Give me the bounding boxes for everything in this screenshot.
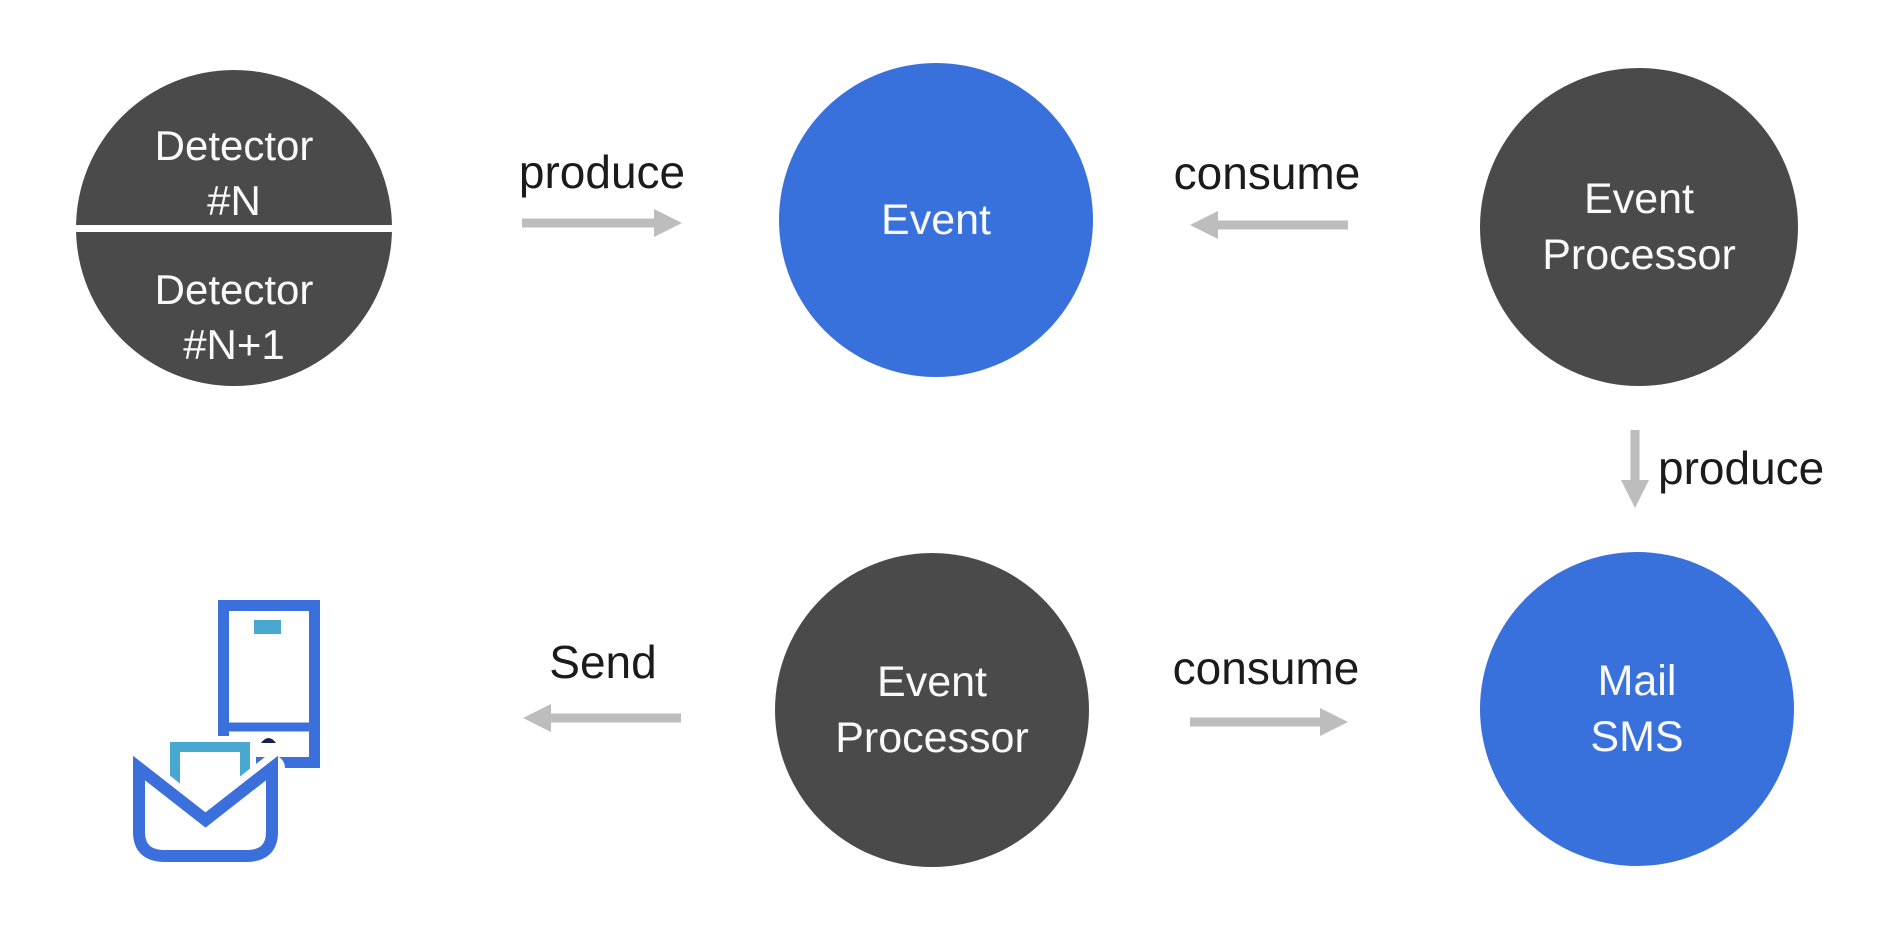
detector-n1-label-line2: #N+1	[183, 321, 285, 368]
detector-n1-label-line1: Detector	[154, 266, 314, 313]
event-processor-bottom-label-line1: Event	[877, 658, 987, 706]
event-processor-top-label-line1: Event	[1584, 175, 1694, 223]
detector-n-label-line1: Detector	[154, 122, 314, 169]
consume-bottom-label: consume	[1172, 642, 1360, 694]
node-event: Event	[779, 63, 1093, 377]
mail-sms-label-line2: SMS	[1590, 713, 1684, 761]
envelope-icon	[126, 755, 285, 869]
produce-down-label: produce	[1658, 442, 1825, 494]
detector-n-section: Detector #N	[76, 70, 392, 232]
node-event-processor-top: Event Processor	[1480, 68, 1798, 386]
detector-n-label-line2: #N	[207, 177, 261, 224]
event-processor-top-label-line2: Processor	[1542, 231, 1736, 279]
event-processor-bottom-label-line2: Processor	[835, 714, 1029, 762]
produce-top-label: produce	[518, 146, 686, 198]
node-event-processor-bottom: Event Processor	[775, 553, 1089, 867]
node-detector: Detector #N Detector #N+1	[76, 70, 392, 386]
consume-top-label: consume	[1173, 147, 1361, 199]
consume-left-arrow-icon	[1190, 211, 1348, 239]
produce-down-arrow-icon	[1621, 430, 1649, 508]
detector-divider-line	[76, 225, 392, 232]
produce-right-arrow-icon	[522, 209, 682, 237]
event-label: Event	[881, 196, 991, 244]
send-label: Send	[549, 636, 657, 688]
mail-sms-label-line1: Mail	[1597, 657, 1677, 705]
consume-right-arrow-icon	[1190, 708, 1348, 736]
detector-n1-section: Detector #N+1	[76, 228, 392, 386]
node-mail-sms: Mail SMS	[1480, 552, 1794, 866]
phone-and-envelope-icon	[126, 600, 320, 869]
send-left-arrow-icon	[523, 704, 681, 732]
